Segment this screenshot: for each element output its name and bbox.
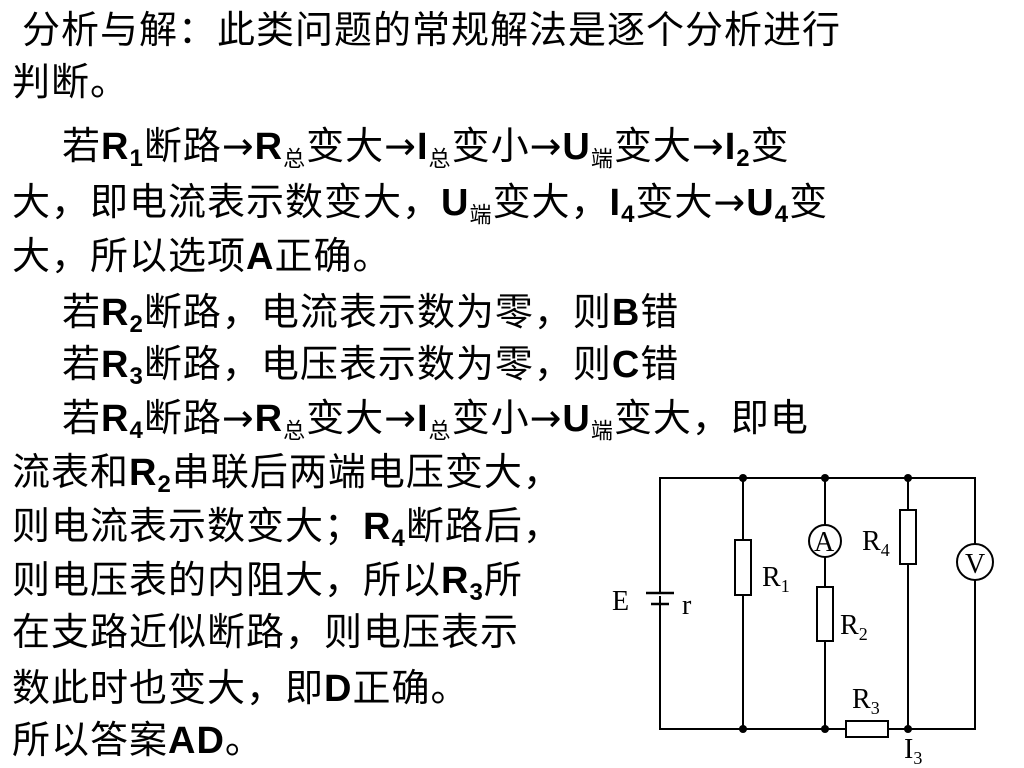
text-line-1: 分析与解：此类问题的常规解法是逐个分析进行: [22, 8, 842, 52]
r3-label: R3: [852, 684, 880, 718]
internal-resistance-label: r: [682, 590, 692, 621]
text-line-3: 若R1断路→R总变大→I总变小→U端变大→I2变: [62, 124, 790, 173]
circuit-diagram: A V R1 R2 R4 R3 E r I3: [612, 474, 994, 765]
text-line-14: 所以答案AD。: [12, 718, 264, 762]
text-line-2: 判断。: [12, 60, 130, 104]
text-line-10: 则电流表示数变大；R4断路后，: [12, 504, 562, 553]
resistor-r3: [845, 720, 889, 738]
resistor-r4: [899, 509, 917, 565]
junction-dots: [739, 474, 912, 733]
text-line-7: 若R3断路，电压表示数为零，则C错: [62, 342, 680, 391]
text-line-12: 在支路近似断路，则电压表示: [12, 610, 520, 654]
i3-label: I3: [904, 734, 922, 765]
r1-label: R1: [762, 562, 790, 596]
resistor-r1: [734, 539, 752, 596]
ammeter-label: A: [814, 527, 835, 558]
voltmeter-label: V: [965, 549, 985, 580]
voltmeter-icon: [956, 543, 994, 581]
r2-label: R2: [840, 610, 868, 644]
emf-label: E: [612, 586, 629, 617]
ammeter-icon: [808, 524, 842, 558]
text-line-9: 流表和R2串联后两端电压变大，: [12, 450, 562, 499]
text-line-13: 数此时也变大，即D正确。: [12, 666, 470, 710]
r4-label: R4: [862, 526, 890, 560]
text-line-6: 若R2断路，电流表示数为零，则B错: [62, 290, 680, 339]
resistor-r2: [816, 586, 834, 642]
text-line-8: 若R4断路→R总变大→I总变小→U端变大，即电: [62, 396, 809, 445]
text-line-11: 则电压表的内阻大，所以R3所: [12, 558, 523, 607]
circuit-frame-wire: [659, 477, 976, 730]
text-line-4: 大，即电流表示数变大，U端变大，I4变大→U4变: [12, 180, 829, 229]
text-line-5: 大，所以选项A正确。: [12, 234, 392, 278]
